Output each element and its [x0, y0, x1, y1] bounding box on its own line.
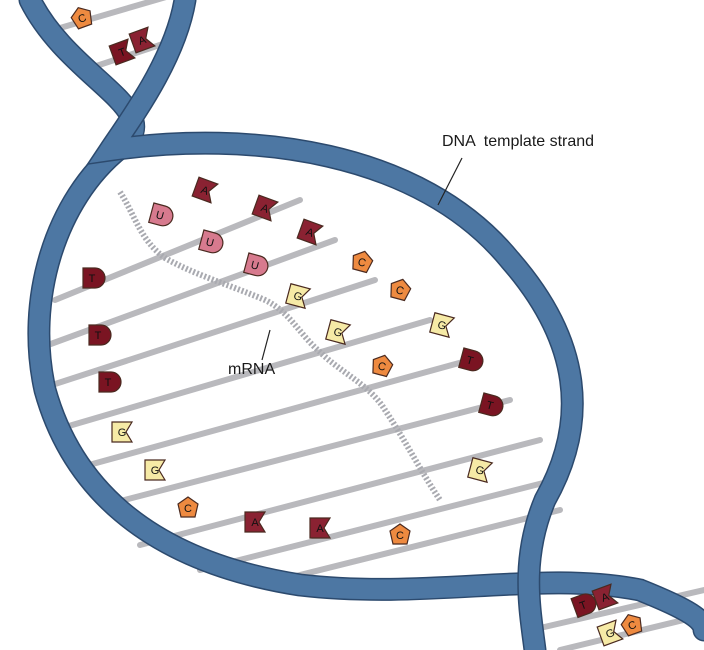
template-base-c-5-letter: C — [394, 284, 405, 298]
coding-base-g-4-letter: G — [118, 427, 127, 439]
template-base-t-8: T — [477, 392, 504, 417]
bottom-base-a-2: A — [591, 583, 620, 611]
bottom-base-g-3: G — [596, 619, 625, 647]
mrna-base-g-5-letter: G — [332, 326, 343, 340]
template-base-a-3-letter: A — [304, 226, 316, 240]
backbone-strand-right — [89, 0, 583, 650]
bottom-base-c-4-letter: C — [627, 619, 639, 633]
mrna-base-c-6-letter: C — [376, 360, 387, 374]
bottom-base-a-2-letter: A — [600, 591, 612, 605]
coding-base-a-8-letter: A — [316, 523, 324, 535]
mrna-label: mRNA — [228, 361, 276, 378]
coding-base-t-1-letter: T — [89, 273, 96, 285]
coding-base-t-3: T — [98, 371, 122, 393]
template-base-c-4-letter: C — [356, 256, 367, 270]
coding-base-t-3-letter: T — [105, 377, 112, 389]
mrna-strand-group — [117, 190, 443, 502]
coding-strand-bases: T T T G G C A A C — [82, 267, 411, 545]
coding-base-a-7: A — [244, 511, 267, 533]
template-base-a-3: A — [296, 218, 325, 246]
top-base-c-0: C — [70, 6, 93, 30]
mrna-base-u-2: U — [197, 229, 224, 254]
dna-template-strand-label: DNA template strand — [442, 133, 595, 150]
coding-base-t-1: T — [82, 267, 106, 289]
sugar-phosphate-backbones — [18, 0, 704, 650]
bottom-base-pairs: TA GC — [570, 583, 643, 647]
dna-template-leader-line — [437, 157, 463, 206]
mrna-base-u-1: U — [147, 202, 174, 227]
mrna-base-g-5: G — [325, 319, 352, 346]
bottom-base-t-1-letter: T — [578, 599, 589, 613]
template-base-a-2: A — [251, 194, 280, 222]
coding-base-t-2-letter: T — [95, 330, 102, 342]
bottom-base-c-4: C — [620, 613, 643, 637]
mrna-base-u-2-letter: U — [204, 236, 215, 250]
template-base-g-6: G — [429, 312, 456, 339]
top-base-a-2-letter: A — [137, 34, 149, 48]
top-base-c-0-letter: C — [77, 12, 89, 26]
template-base-a-1-letter: A — [199, 184, 211, 198]
coding-base-t-2: T — [88, 324, 112, 346]
mrna-strand — [117, 190, 443, 502]
template-base-c-5: C — [390, 278, 412, 302]
mrna-base-g-4: G — [285, 283, 312, 310]
rung-inner-4 — [59, 317, 433, 431]
coding-base-g-5: G — [144, 459, 167, 481]
top-base-t-1: T — [108, 38, 137, 66]
top-base-pairs: C TA — [70, 6, 157, 66]
coding-base-g-5-letter: G — [151, 465, 160, 477]
coding-base-c-6: C — [177, 496, 199, 518]
mrna-base-u-1-letter: U — [154, 209, 165, 223]
template-base-g-6-letter: G — [436, 319, 447, 333]
template-base-c-4: C — [352, 250, 374, 274]
rung-inner-9 — [257, 507, 563, 588]
template-base-a-1: A — [191, 176, 220, 204]
template-base-t-7-letter: T — [465, 354, 475, 367]
mrna-base-u-3: U — [242, 252, 269, 277]
template-base-g-9-letter: G — [474, 464, 485, 478]
template-base-a-2-letter: A — [259, 202, 271, 216]
template-base-t-8-letter: T — [485, 399, 495, 412]
template-base-g-9: G — [467, 457, 494, 484]
mrna-base-c-6: C — [372, 354, 394, 378]
top-base-a-2: A — [128, 26, 157, 54]
coding-base-c-6-letter: C — [184, 503, 192, 515]
top-base-t-1-letter: T — [117, 46, 128, 60]
mrna-base-u-3-letter: U — [249, 259, 260, 273]
template-base-t-7: T — [457, 347, 484, 372]
bottom-base-g-3-letter: G — [604, 627, 616, 641]
mrna-base-g-4-letter: G — [292, 290, 303, 304]
rung-inner-3 — [49, 277, 378, 388]
rung-inner-5 — [75, 357, 473, 471]
template-strand-bases: A A A C C G T T G — [191, 176, 504, 484]
coding-base-g-4: G — [111, 421, 134, 443]
coding-base-a-8: A — [309, 517, 332, 539]
coding-base-c-9: C — [389, 523, 411, 545]
rung-inner-6 — [102, 397, 513, 508]
mrna-leader-line — [261, 329, 271, 361]
mrna-bases: U U U G G C — [147, 202, 394, 378]
coding-base-c-9-letter: C — [396, 530, 404, 542]
rung-inner-8 — [197, 477, 558, 573]
coding-base-a-7-letter: A — [251, 517, 259, 529]
